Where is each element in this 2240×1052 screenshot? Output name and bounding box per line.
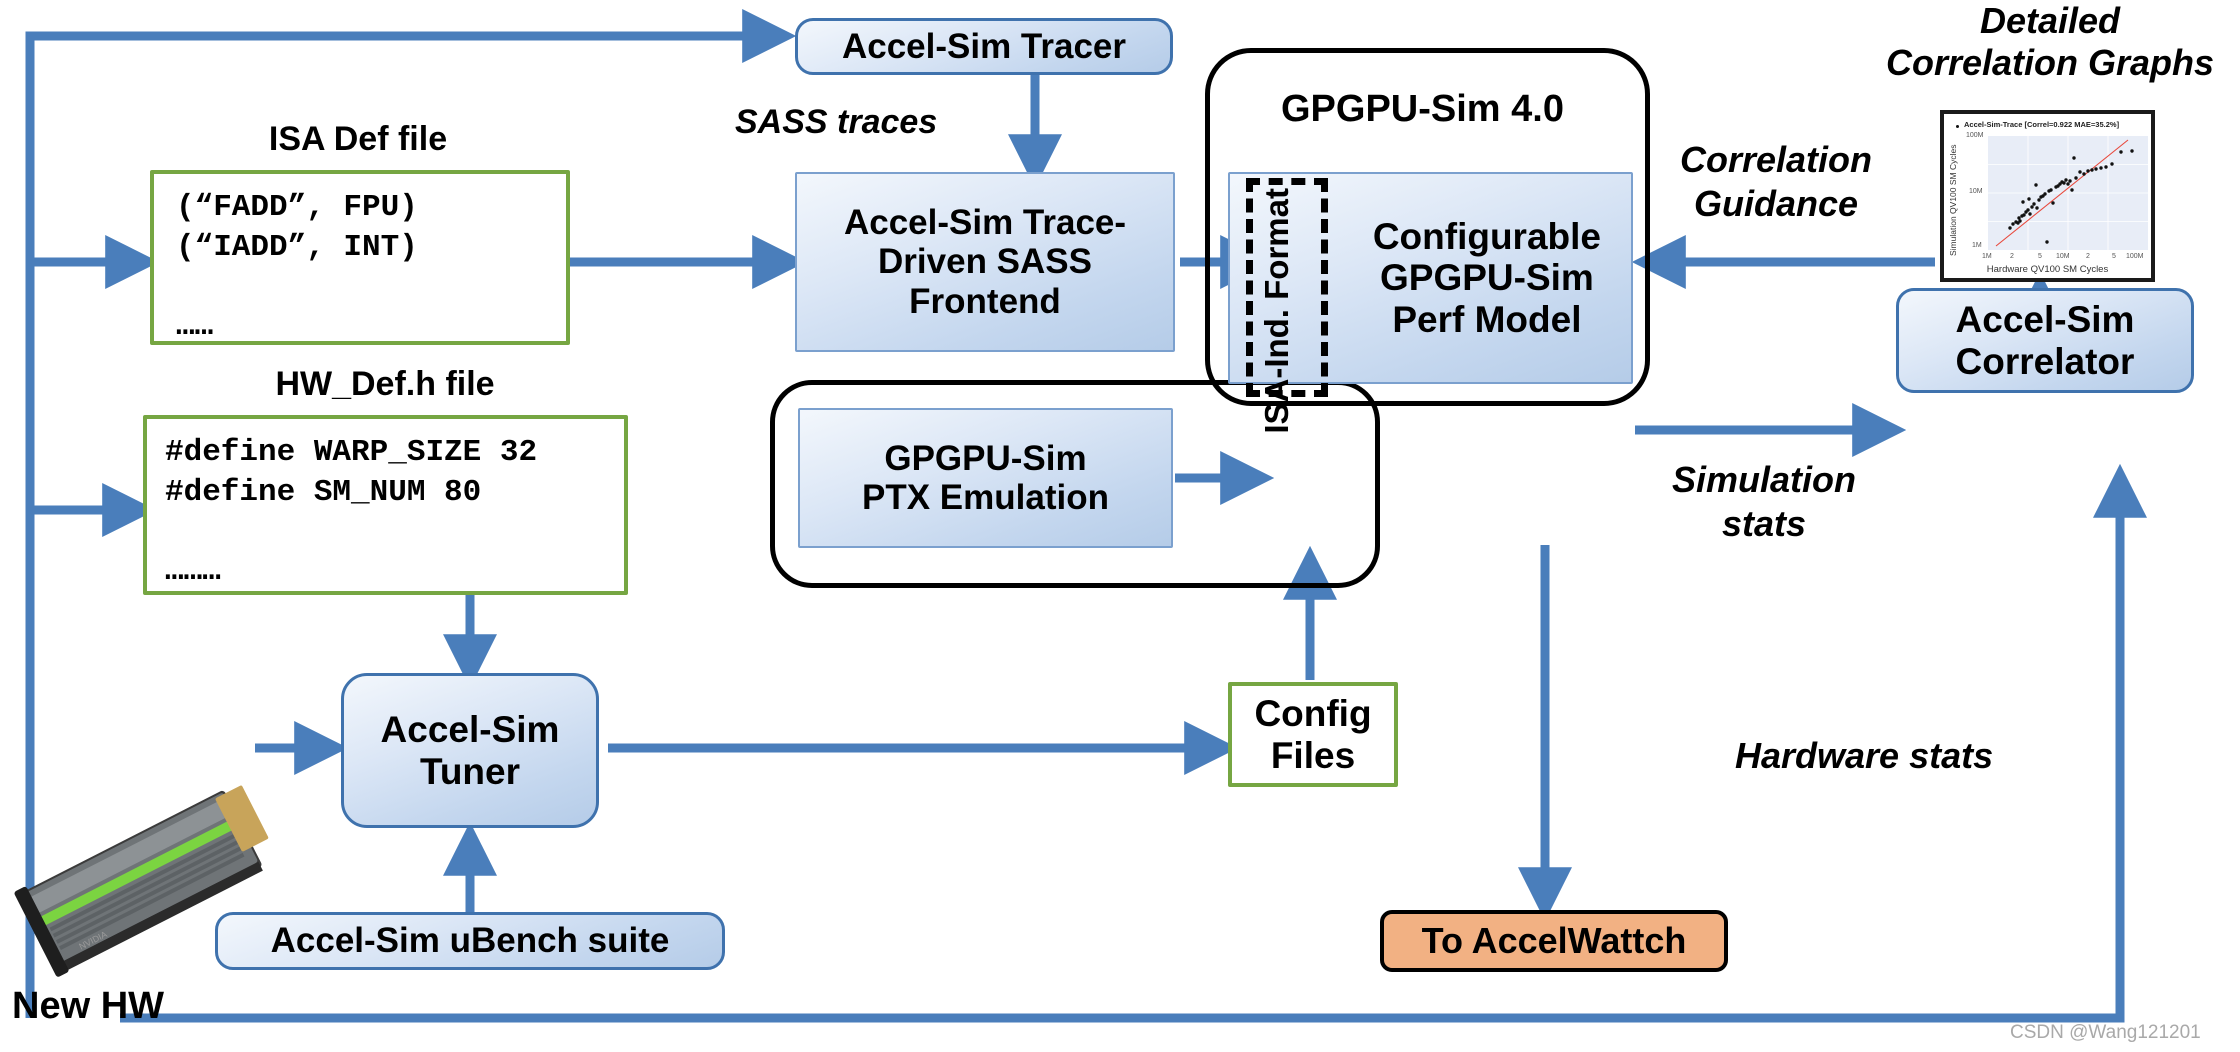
ubench-suite-box[interactable]: Accel-Sim uBench suite: [215, 912, 725, 970]
chart-xtick-1m: 1M: [1982, 253, 1992, 260]
simulation-stats-label: Simulation stats: [1672, 459, 1857, 544]
chart-xtick-10m: 10M: [2056, 253, 2070, 260]
sass-frontend-box[interactable]: Accel-Sim Trace- Driven SASS Frontend: [795, 172, 1175, 352]
isa-ind-format-strip: [1246, 178, 1328, 397]
hw-def-file-box: #define WARP_SIZE 32 #define SM_NUM 80 ……: [143, 415, 628, 595]
chart-xtick-5a: 5: [2038, 253, 2042, 260]
accel-sim-tuner-box[interactable]: Accel-Sim Tuner: [341, 673, 599, 828]
chart-ytick-100m: 100M: [1966, 132, 1984, 139]
gpu-card-image: NVIDIA: [0, 770, 280, 1000]
chart-svg: [1988, 136, 2148, 250]
correlation-chart-card[interactable]: Accel-Sim-Trace [Correl=0.922 MAE=35.2%]…: [1940, 110, 2155, 282]
hardware-stats-label: Hardware stats: [1735, 735, 1994, 776]
perf-model-box[interactable]: Configurable GPGPU-Sim Perf Model: [1228, 172, 1633, 384]
watermark: CSDN @Wang121201: [2010, 1022, 2201, 1043]
isa-def-file-box: (“FADD”, FPU) (“IADD”, INT) ……: [150, 170, 570, 345]
chart-plot-area: [1988, 136, 2148, 250]
accel-sim-tracer-box[interactable]: Accel-Sim Tracer: [795, 18, 1173, 75]
chart-xtick-2b: 2: [2086, 253, 2090, 260]
ptx-emulation-box[interactable]: GPGPU-Sim PTX Emulation: [798, 408, 1173, 548]
chart-y-axis-label: Simulation QV100 SM Cycles: [1948, 144, 1958, 257]
isa-def-title: ISA Def file: [268, 120, 448, 158]
gpgpusim-4-container: [1205, 48, 1650, 406]
new-hw-label: New HW: [12, 985, 164, 1027]
chart-xtick-2a: 2: [2010, 253, 2014, 260]
gpgpusim-ptx-wrapper: [770, 380, 1380, 588]
chart-xtick-5b: 5: [2112, 253, 2116, 260]
to-accelwattch-box[interactable]: To AccelWattch: [1380, 910, 1728, 972]
chart-ytick-1m: 1M: [1972, 242, 1982, 249]
isa-ind-format-label: ISA-Ind. Format: [1258, 188, 1295, 434]
chart-ytick-10m: 10M: [1969, 188, 1983, 195]
sass-traces-label: SASS traces: [735, 103, 938, 141]
correlation-guidance-label: Correlation Guidance: [1680, 139, 1873, 224]
chart-legend-marker: [1956, 125, 1959, 128]
accel-sim-correlator-box[interactable]: Accel-Sim Correlator: [1896, 288, 2194, 393]
hw-def-title: HW_Def.h file: [275, 365, 495, 403]
config-files-box[interactable]: Config Files: [1228, 682, 1398, 787]
gpgpusim-title: GPGPU-Sim 4.0: [1281, 88, 1564, 130]
chart-x-axis-label: Hardware QV100 SM Cycles: [1986, 264, 2109, 275]
detailed-correlation-graphs-label: Detailed Correlation Graphs: [1885, 0, 2215, 84]
chart-legend: Accel-Sim-Trace [Correl=0.922 MAE=35.2%]: [1964, 120, 2120, 129]
chart-xtick-100m: 100M: [2126, 253, 2144, 260]
